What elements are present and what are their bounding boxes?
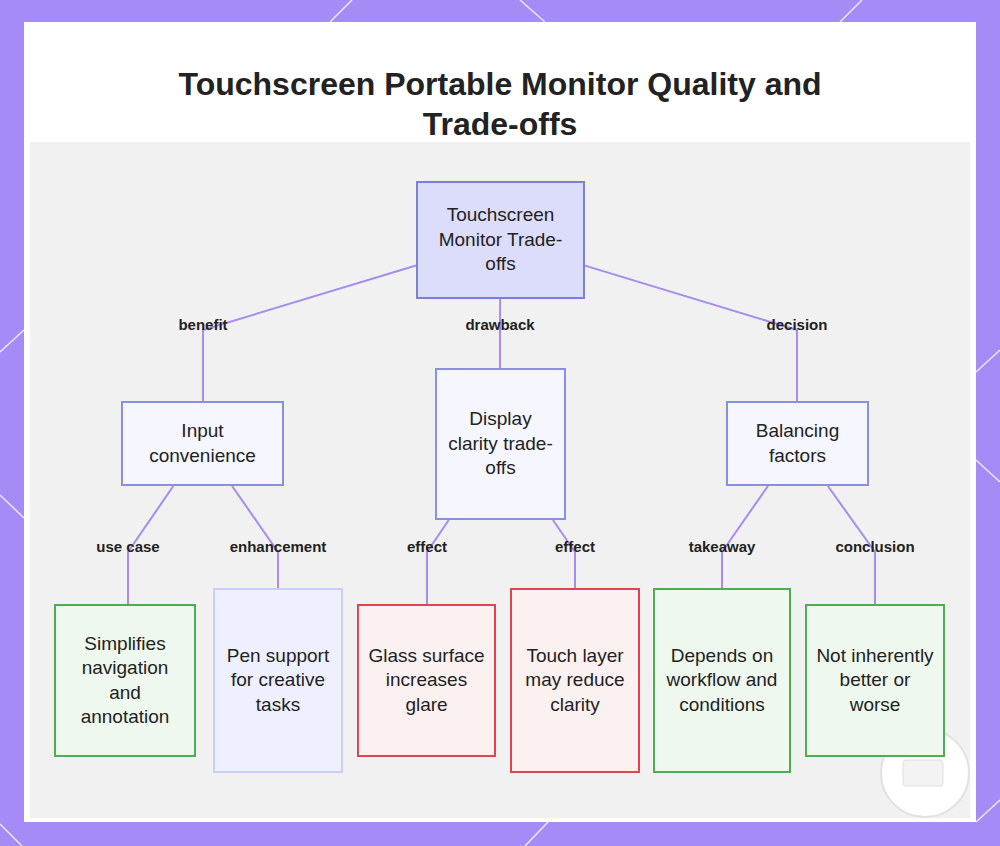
node-label: Simplifies navigation and annotation [64, 632, 186, 730]
edge-label: benefit [178, 316, 227, 333]
edge-label: effect [555, 538, 595, 555]
drawback-box: Glass surface increases glare [357, 604, 496, 757]
takeaway-box: Depends on workflow and conditions [653, 588, 791, 773]
node-label: Display clarity trade-offs [445, 407, 556, 481]
conclusion-box: Not inherently better or worse [805, 604, 945, 757]
category-box: Display clarity trade-offs [435, 368, 566, 520]
white-card [24, 22, 976, 822]
category-box: Balancing factors [726, 401, 869, 486]
edge-label: decision [767, 316, 828, 333]
diagram-title: Touchscreen Portable Monitor Quality and… [170, 64, 830, 144]
connector-line [722, 486, 768, 588]
drawback-box: Touch layer may reduce clarity [510, 588, 640, 773]
benefit-box: Simplifies navigation and annotation [54, 604, 196, 757]
blurred-backdrop [30, 142, 970, 818]
node-label: Pen support for creative tasks [223, 644, 333, 718]
edge-label: takeaway [689, 538, 756, 555]
connector-line [232, 486, 278, 588]
node-label: Not inherently better or worse [815, 644, 935, 718]
connector-line [499, 299, 501, 368]
edge-label: use case [96, 538, 159, 555]
edge-label: conclusion [835, 538, 914, 555]
node-label: Touch layer may reduce clarity [520, 644, 630, 718]
node-label: Input convenience [131, 419, 274, 468]
node-label: Balancing factors [736, 419, 859, 468]
node-label: Touchscreen Monitor Trade-offs [426, 203, 575, 277]
root-box: Touchscreen Monitor Trade-offs [416, 181, 585, 299]
enhancement-box: Pen support for creative tasks [213, 588, 343, 773]
connector-line [203, 266, 416, 401]
category-box: Input convenience [121, 401, 284, 486]
edge-label: drawback [465, 316, 534, 333]
connector-line [585, 266, 797, 401]
node-label: Glass surface increases glare [367, 644, 486, 718]
edge-label: effect [407, 538, 447, 555]
edge-label: enhancement [230, 538, 327, 555]
chat-icon-bubble [903, 760, 943, 786]
node-label: Depends on workflow and conditions [663, 644, 781, 718]
connector-line [427, 520, 449, 604]
